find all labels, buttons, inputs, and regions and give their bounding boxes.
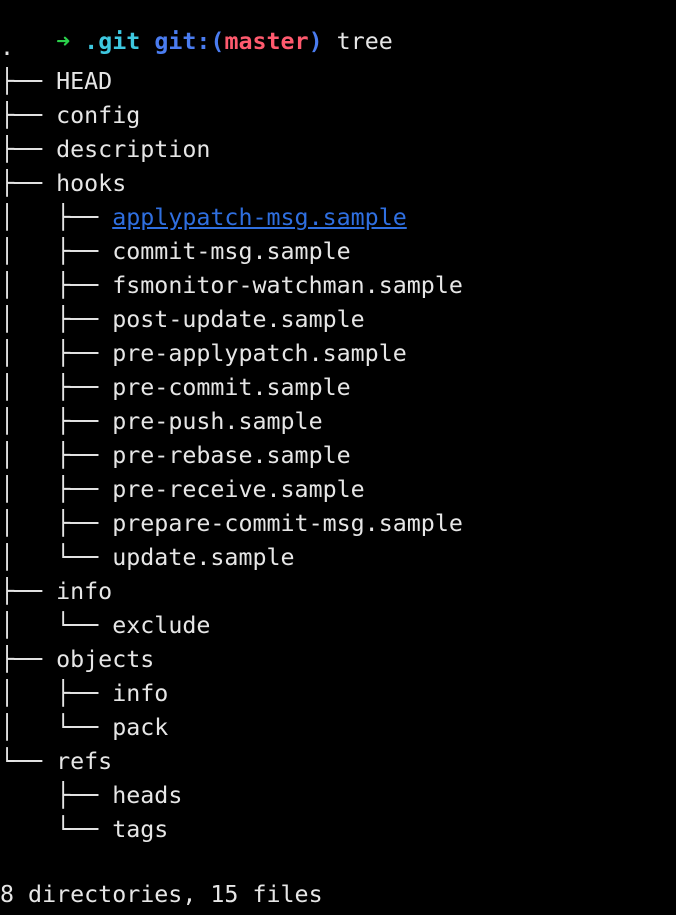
tree-entry-name: tags bbox=[112, 816, 169, 843]
tree-entry-name: exclude bbox=[112, 612, 211, 639]
tree-root: . bbox=[0, 34, 15, 61]
tree-entry: │ ├── fsmonitor-watchman.sample bbox=[0, 272, 463, 306]
tree-entry: │ ├── pre-applypatch.sample bbox=[0, 340, 407, 374]
tree-guide: ├── bbox=[0, 170, 57, 197]
tree-guide: │ ├── bbox=[0, 238, 113, 265]
tree-entry-name: HEAD bbox=[56, 68, 113, 95]
tree-guide: │ ├── bbox=[0, 476, 113, 503]
tree-entry-name: pre-push.sample bbox=[112, 408, 323, 435]
tree-summary: 8 directories, 15 files bbox=[0, 881, 323, 908]
tree-guide: ├── bbox=[0, 782, 113, 809]
tree-entry: │ ├── prepare-commit-msg.sample bbox=[0, 510, 463, 544]
prompt-branch: master bbox=[224, 28, 309, 55]
tree-entry: │ ├── info bbox=[0, 680, 168, 714]
tree-guide: │ ├── bbox=[0, 340, 113, 367]
tree-guide: │ ├── bbox=[0, 204, 113, 231]
tree-entry-name: pack bbox=[112, 714, 169, 741]
prompt-line: ➜ .git git:(master) tree bbox=[0, 0, 393, 55]
tree-entry-name: pre-rebase.sample bbox=[112, 442, 351, 469]
tree-entry: │ ├── pre-push.sample bbox=[0, 408, 323, 442]
tree-guide: ├── bbox=[0, 646, 57, 673]
tree-entry-name: pre-commit.sample bbox=[112, 374, 351, 401]
tree-entry: │ ├── pre-rebase.sample bbox=[0, 442, 351, 476]
tree-entry: └── tags bbox=[0, 816, 168, 850]
tree-guide: ├── bbox=[0, 578, 57, 605]
tree-entry-name: prepare-commit-msg.sample bbox=[112, 510, 463, 537]
tree-entry: │ └── update.sample bbox=[0, 544, 295, 578]
tree-entry-name: hooks bbox=[56, 170, 127, 197]
prompt-paren-close: ) bbox=[308, 28, 323, 55]
tree-guide: ├── bbox=[0, 136, 57, 163]
prompt-directory: .git bbox=[84, 28, 141, 55]
prompt-command: tree bbox=[336, 28, 393, 55]
tree-entry: │ └── exclude bbox=[0, 612, 210, 646]
prompt-git-label: git: bbox=[154, 28, 211, 55]
tree-entry: ├── info bbox=[0, 578, 112, 612]
tree-guide: └── bbox=[0, 748, 57, 775]
tree-entry-name: post-update.sample bbox=[112, 306, 365, 333]
tree-entry: ├── HEAD bbox=[0, 68, 112, 102]
tree-entry[interactable]: │ ├── applypatch-msg.sample bbox=[0, 204, 407, 238]
tree-guide: │ └── bbox=[0, 544, 113, 571]
tree-guide: │ └── bbox=[0, 714, 113, 741]
tree-entry-name: pre-applypatch.sample bbox=[112, 340, 407, 367]
tree-guide: │ ├── bbox=[0, 408, 113, 435]
tree-entry: ├── objects bbox=[0, 646, 154, 680]
tree-entry-name: info bbox=[112, 680, 169, 707]
prompt-arrow-icon: ➜ bbox=[56, 28, 71, 55]
tree-entry-name: refs bbox=[56, 748, 113, 775]
tree-entry: └── refs bbox=[0, 748, 112, 782]
tree-guide: └── bbox=[0, 816, 113, 843]
tree-entry-name: pre-receive.sample bbox=[112, 476, 365, 503]
tree-entry-name: config bbox=[56, 102, 141, 129]
tree-entry: ├── config bbox=[0, 102, 140, 136]
tree-guide: │ ├── bbox=[0, 272, 113, 299]
tree-entry: │ ├── pre-commit.sample bbox=[0, 374, 351, 408]
tree-guide: ├── bbox=[0, 102, 57, 129]
tree-guide: │ ├── bbox=[0, 306, 113, 333]
tree-entry-name: fsmonitor-watchman.sample bbox=[112, 272, 463, 299]
tree-entry: │ ├── commit-msg.sample bbox=[0, 238, 351, 272]
tree-entry: │ ├── post-update.sample bbox=[0, 306, 365, 340]
tree-guide: │ ├── bbox=[0, 442, 113, 469]
tree-entry: │ ├── pre-receive.sample bbox=[0, 476, 365, 510]
tree-entry-name: heads bbox=[112, 782, 183, 809]
tree-entry-name: description bbox=[56, 136, 211, 163]
tree-guide: │ ├── bbox=[0, 680, 113, 707]
tree-entry-link[interactable]: applypatch-msg.sample bbox=[112, 204, 407, 231]
tree-entry-name: info bbox=[56, 578, 113, 605]
tree-entry-name: commit-msg.sample bbox=[112, 238, 351, 265]
tree-entry: ├── description bbox=[0, 136, 210, 170]
tree-guide: │ └── bbox=[0, 612, 113, 639]
tree-entry: │ └── pack bbox=[0, 714, 168, 748]
prompt-paren-open: ( bbox=[210, 28, 225, 55]
tree-guide: │ ├── bbox=[0, 374, 113, 401]
tree-entry: ├── hooks bbox=[0, 170, 126, 204]
tree-entry: ├── heads bbox=[0, 782, 182, 816]
tree-guide: │ ├── bbox=[0, 510, 113, 537]
tree-entry-name: objects bbox=[56, 646, 155, 673]
tree-entry-name: update.sample bbox=[112, 544, 295, 571]
tree-guide: ├── bbox=[0, 68, 57, 95]
